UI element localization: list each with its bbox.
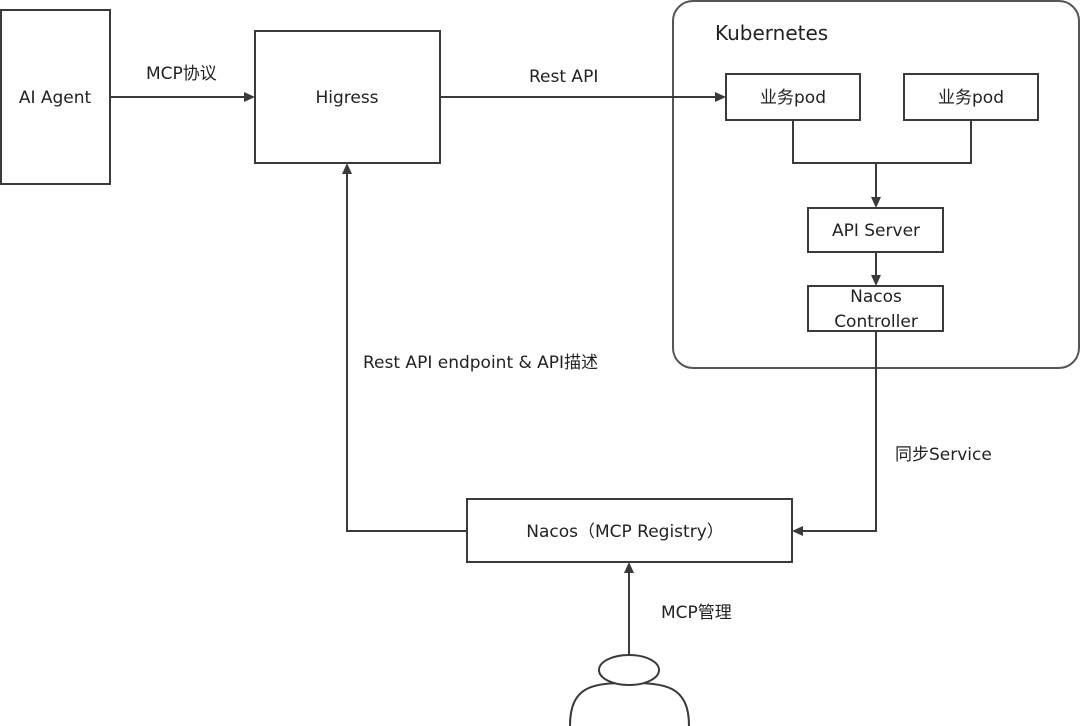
node-nacos-registry-box xyxy=(466,498,793,563)
edge-label-mcp-management: MCP管理 xyxy=(661,603,732,623)
edge-label-mcp-protocol: MCP协议 xyxy=(146,64,217,84)
edge-user-to-registry-arrowhead xyxy=(624,562,634,573)
edge-higress-to-pod-arrowhead xyxy=(715,92,726,102)
node-ai-agent-label: AI Agent xyxy=(19,88,92,108)
node-api-server-label: API Server xyxy=(832,221,920,241)
edge-pods-merge-line xyxy=(792,120,972,164)
node-nacos-registry: Nacos（MCP Registry） xyxy=(466,498,793,563)
node-nacos-controller: Nacos Controller xyxy=(807,285,944,332)
user-icon xyxy=(569,654,690,726)
node-higress: Higress xyxy=(254,30,441,164)
node-pod-2: 业务pod xyxy=(903,73,1039,121)
edge-pods-to-apiserver-arrowhead xyxy=(871,197,881,208)
edge-apiserver-to-controller-arrowhead xyxy=(871,275,881,286)
edge-label-rest-api: Rest API xyxy=(529,67,598,87)
kubernetes-cluster-label: Kubernetes xyxy=(715,21,828,45)
connectors xyxy=(110,92,972,655)
user-icon-head xyxy=(598,654,660,686)
edge-registry-to-higress-arrowhead xyxy=(342,163,352,174)
edge-agent-to-higress-arrowhead xyxy=(244,92,255,102)
node-nacos-registry-label: Nacos（MCP Registry） xyxy=(526,522,724,542)
node-nacos-controller-box xyxy=(807,285,944,332)
node-ai-agent: AI Agent xyxy=(0,9,111,185)
node-higress-label: Higress xyxy=(315,88,378,108)
edge-registry-to-higress-line xyxy=(346,173,467,532)
node-api-server: API Server xyxy=(807,207,944,253)
node-higress-box xyxy=(254,30,441,164)
edge-controller-to-registry-arrowhead xyxy=(792,526,803,536)
node-nacos-controller-label-line1: Nacos xyxy=(850,287,902,307)
edge-labels: MCP协议 Rest API Rest API endpoint & API描述… xyxy=(146,64,992,623)
edge-controller-to-registry-line xyxy=(802,331,877,532)
edge-label-endpoint-description: Rest API endpoint & API描述 xyxy=(363,353,598,373)
user-icon-body xyxy=(569,681,690,726)
node-ai-agent-box xyxy=(0,9,111,185)
node-pod-2-box xyxy=(903,73,1039,121)
node-nacos-controller-label-line2: Controller xyxy=(834,312,918,332)
node-pod-1-box xyxy=(725,73,861,121)
node-pod-2-label: 业务pod xyxy=(938,88,1004,108)
node-pod-1-label: 业务pod xyxy=(760,88,826,108)
edge-label-sync-service: 同步Service xyxy=(895,445,992,465)
node-pod-1: 业务pod xyxy=(725,73,861,121)
node-api-server-box xyxy=(807,207,944,253)
